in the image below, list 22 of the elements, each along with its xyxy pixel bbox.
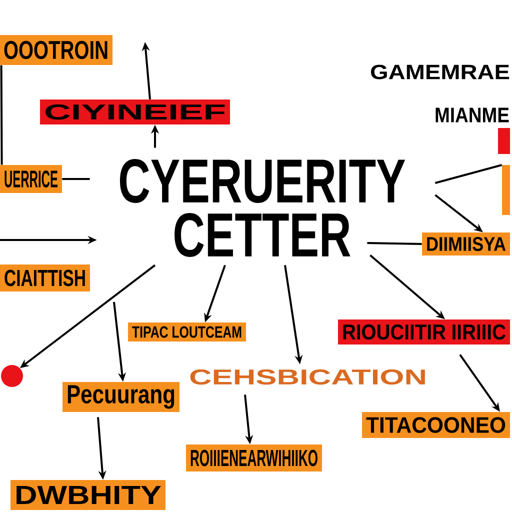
process-box: CIAITTISH <box>0 264 90 292</box>
process-box: Pecuurang <box>62 382 180 412</box>
process-box: TIPAC LOUTCEAM <box>128 322 246 342</box>
connector-line <box>367 242 422 245</box>
title-text: CYERUERITY CETTER <box>120 159 406 257</box>
circle-marker <box>1 365 23 387</box>
process-box: ROIIIENEARWIHIIKO <box>186 444 322 472</box>
empty-box <box>498 128 510 154</box>
process-box: DWBHITY <box>10 480 166 510</box>
label-text: GAMEMRAE <box>370 64 510 80</box>
connector-line <box>0 65 3 165</box>
label-text: MIANME <box>436 108 509 122</box>
empty-box <box>502 165 510 215</box>
process-box: TITACOONEO <box>362 412 510 438</box>
process-box: RIOUCIITIR IIRIIIC <box>338 320 510 344</box>
connector-line <box>434 164 502 184</box>
process-box: CIYINEIEF <box>40 100 230 124</box>
connector-line <box>62 178 90 180</box>
process-box: OOOTROIN <box>0 35 112 65</box>
process-box: UERRICE <box>0 165 62 193</box>
heading-text: CEHSBICATION <box>190 369 425 385</box>
process-box: DIIMIISYA <box>422 232 510 256</box>
